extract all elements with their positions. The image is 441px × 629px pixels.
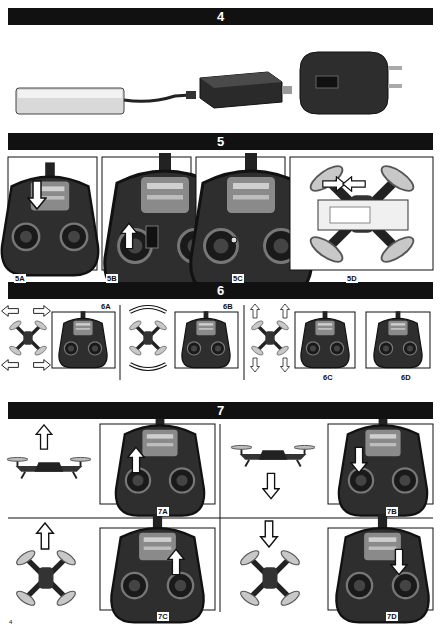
section-bar: 5 (8, 133, 433, 150)
callout-label: 5C (232, 274, 244, 283)
section-number: 5 (217, 135, 224, 149)
callout-label: 6A (100, 302, 112, 311)
callout-label: 5B (106, 274, 118, 283)
section-number: 7 (217, 404, 224, 418)
callout-label: 7C (157, 612, 169, 621)
callout-label: 6B (222, 302, 234, 311)
callout-label: 7B (386, 507, 398, 516)
section-bar: 6 (8, 282, 433, 299)
page-number: 4 (8, 618, 13, 627)
section-bar: 7 (8, 402, 433, 419)
callout-label: 6C (322, 373, 334, 382)
section-number: 4 (217, 10, 224, 24)
callout-label: 7A (157, 507, 169, 516)
callout-label: 7D (386, 612, 398, 621)
section-bar: 4 (8, 8, 433, 25)
section-number: 6 (217, 284, 224, 298)
callout-label: 5A (14, 274, 26, 283)
callout-label: 6D (400, 373, 412, 382)
callout-label: 5D (346, 274, 358, 283)
